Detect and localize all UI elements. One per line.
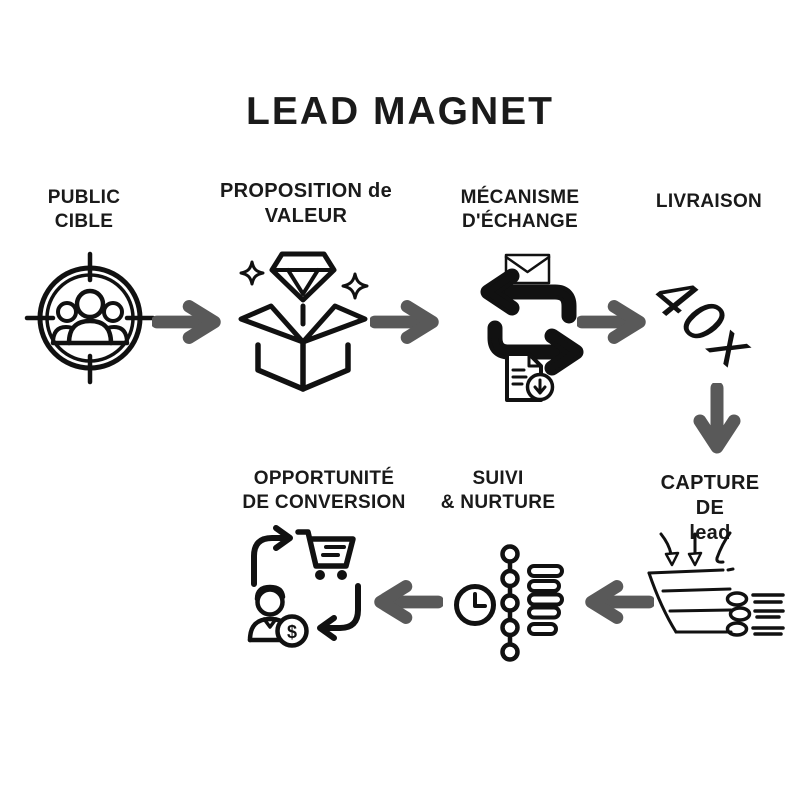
label-mecanisme-echange: MÉCANISME D'ÉCHANGE: [460, 187, 580, 232]
open-box-diamond-icon: [238, 251, 369, 392]
exchange-arrows-icon: [480, 253, 584, 402]
label-opportunite-conversion: OPPORTUNITÉ DE CONVERSION: [242, 468, 406, 513]
flow-arrow-down: [693, 383, 741, 454]
label-proposition-de-valeur: PROPOSITION de VALEUR: [219, 180, 393, 227]
flow-arrow-right-3: [577, 300, 646, 344]
page-title: LEAD MAGNET: [246, 90, 554, 133]
label-suivi-nurture: SUIVI & NURTURE: [440, 468, 556, 513]
dollar-symbol: $: [287, 622, 297, 642]
label-livraison: LIVRAISON: [655, 191, 763, 212]
target-audience-icon: [24, 251, 156, 385]
flow-arrow-right-2: [370, 300, 439, 344]
flow-arrow-right-1: [152, 300, 221, 344]
flow-arrow-left-1: [585, 580, 654, 624]
label-public-cible: PUBLIC CIBLE: [47, 187, 121, 232]
timeline-clock-icon: [454, 544, 564, 662]
flow-arrow-left-2: [374, 580, 443, 624]
label-capture-de-lead: CAPTURE DE lead: [660, 472, 760, 544]
lead-funnel-icon: [647, 531, 785, 637]
conversion-cart-icon: $: [247, 525, 361, 648]
